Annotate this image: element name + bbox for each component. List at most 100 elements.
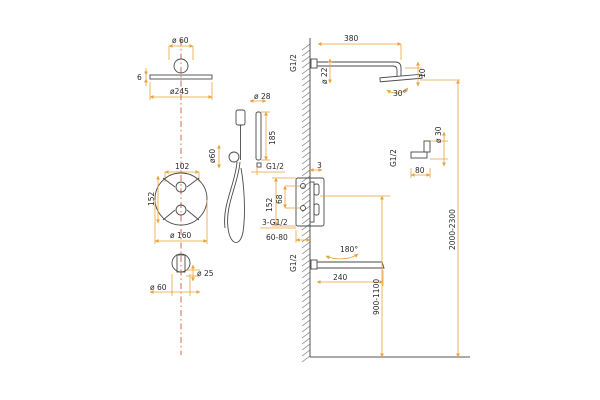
hatch-line: [301, 319, 311, 327]
head-dia-label: ø245: [170, 87, 189, 96]
spout-g-label: G1/2: [289, 254, 298, 272]
hatch-line: [301, 295, 311, 303]
head-stem-dia-label: ø 60: [172, 36, 189, 45]
arm-dia-label: ø 22: [320, 67, 329, 84]
mixer-thread-label: 3-G1/2: [262, 218, 288, 227]
mixer-port-bottom: [300, 205, 306, 211]
arm-length-label: 380: [344, 34, 359, 43]
hand-length-label: 185: [268, 130, 277, 145]
hand-holder-dia-label: ø60: [208, 149, 217, 163]
hatch-line: [301, 211, 311, 219]
plate-knob-bottom: [175, 204, 187, 216]
hatch-line: [301, 103, 311, 111]
hatch-line: [301, 289, 311, 297]
hand-hose-inner: [224, 161, 238, 229]
mixer-inner-label: 68: [275, 194, 284, 204]
hatch-line: [301, 67, 311, 75]
height-dimensions: 900-1100 2000-2300: [320, 79, 460, 358]
hatch-line: [301, 325, 311, 333]
hatch-line: [301, 145, 311, 153]
holder-width-label: 80: [415, 166, 425, 175]
hatch-line: [301, 313, 311, 321]
hatch-line: [301, 163, 311, 171]
hatch-line: [301, 91, 311, 99]
arm-g-label: G1/2: [289, 54, 298, 72]
hatch-line: [301, 265, 311, 273]
hatch-line: [301, 157, 311, 165]
wall: [301, 38, 470, 363]
mixer-depth-label: 60-80: [266, 233, 288, 242]
shower-head-view: ø 60 6 ø245: [137, 36, 213, 100]
holder-clip: [423, 140, 431, 153]
hand-g-label: G1/2: [266, 162, 284, 171]
arm-height-label: 10: [418, 68, 427, 78]
hatch-line: [301, 229, 311, 237]
hatch-line: [301, 271, 311, 279]
hatch-line: [301, 259, 311, 267]
hand-hose: [227, 161, 245, 243]
hatch-line: [301, 43, 311, 51]
hatch-line: [301, 199, 311, 207]
spout-flange: [310, 259, 318, 270]
hand-top-dia-label: ø 28: [254, 92, 271, 101]
holder-dia-label: ø 30: [434, 126, 443, 143]
hatch-line: [301, 205, 311, 213]
mixer-cover: [309, 181, 315, 223]
hatch-line: [301, 355, 311, 363]
hand-side-handle: [255, 111, 262, 161]
hatch-line: [301, 277, 311, 285]
hatch-line: [301, 301, 311, 309]
spout-base-dia-label: ø 60: [150, 283, 167, 292]
hand-shower-view: ø 28 185 ø60 G1/2: [208, 92, 285, 243]
hatch-line: [301, 193, 311, 201]
mixer-handle-top: [313, 183, 320, 196]
hatch-line: [301, 109, 311, 117]
hatch-line: [301, 253, 311, 261]
hatch-line: [301, 139, 311, 147]
hatch-line: [301, 217, 311, 225]
hatch-line: [301, 79, 311, 87]
hatch-line: [301, 115, 311, 123]
head-plate: [149, 74, 213, 80]
hatch-line: [301, 97, 311, 105]
mixer-height-label: 152: [265, 197, 274, 212]
shower-arm: [317, 61, 402, 76]
hand-holder-circle: [228, 151, 240, 163]
hatch-line: [301, 247, 311, 255]
hatch-line: [301, 307, 311, 315]
shower-arm-view: 380 G1/2 ø 22 10 30°: [289, 34, 460, 98]
holder-side-view: ø 30 G1/2 80: [389, 126, 448, 178]
hatch-line: [301, 133, 311, 141]
spout-pipe: [317, 261, 385, 269]
plate-circle: [154, 172, 208, 226]
head-stem-circle: [173, 58, 189, 74]
head-side-plate: [379, 73, 423, 83]
hand-shower-head: [235, 109, 246, 126]
mixer-plate-view: 102 152 ø 160: [147, 162, 208, 244]
mixer-box: [295, 177, 325, 227]
hatch-line: [301, 49, 311, 57]
hatch-line: [301, 151, 311, 159]
head-thickness-label: 6: [137, 73, 142, 82]
plate-knob-top: [175, 181, 187, 193]
hatch-line: [301, 235, 311, 243]
mixer-port-top: [300, 183, 306, 189]
hatch-line: [301, 127, 311, 135]
hatch-line: [301, 331, 311, 339]
hatch-line: [301, 55, 311, 63]
hatch-line: [301, 283, 311, 291]
arm-wall-flange: [310, 58, 318, 69]
spout-rotation-label: 180°: [340, 245, 358, 254]
spout-top-view: ø 25 ø 60: [149, 253, 214, 296]
spout-length-label: 240: [333, 273, 348, 282]
spout-height-label: 900-1100: [372, 279, 381, 315]
plate-height-label: 152: [147, 191, 156, 206]
spout-body: [176, 254, 186, 273]
tilt-label: 30°: [393, 89, 407, 98]
holder-g-label: G1/2: [389, 149, 398, 167]
hatch-line: [301, 337, 311, 345]
spout-side-view: 180° G1/2 240: [289, 245, 385, 286]
head-height-label: 2000-2300: [448, 209, 457, 250]
hatch-line: [301, 241, 311, 249]
